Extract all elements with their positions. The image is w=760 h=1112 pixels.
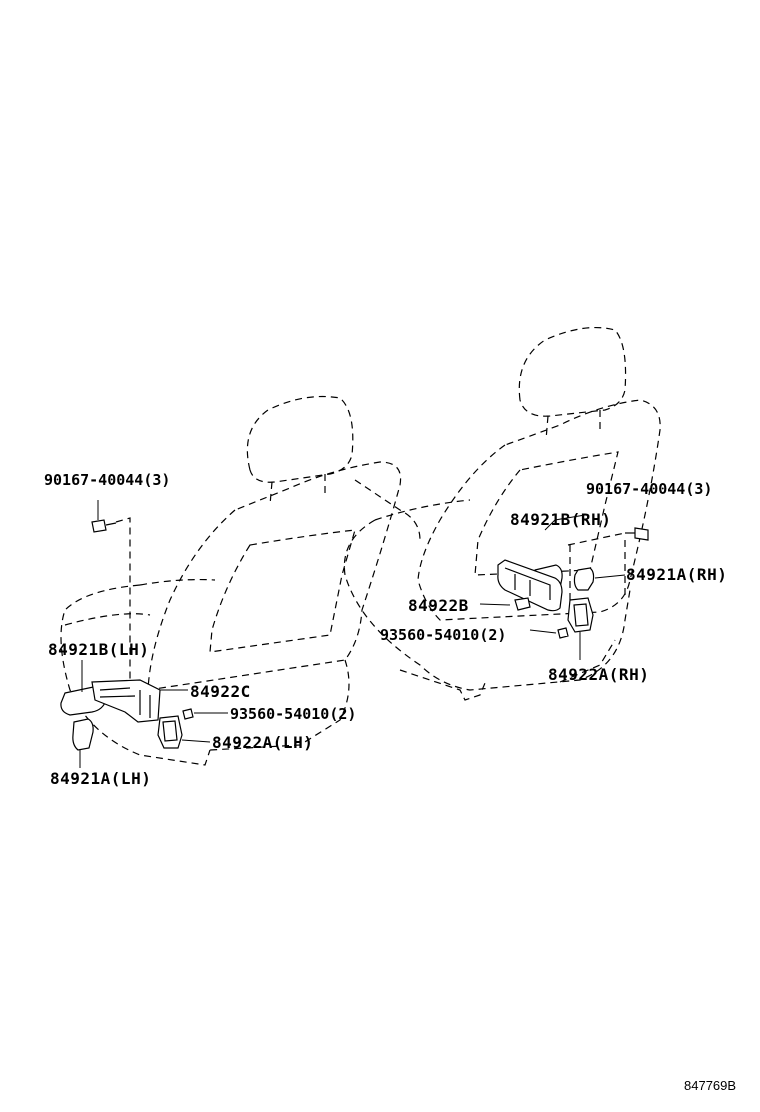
reference-code: 847769B [684, 1078, 736, 1093]
label-cover-84921b-rh: 84921B(RH) [510, 510, 611, 529]
cover-84921a-lh[interactable] [72, 718, 94, 751]
screw-lh [182, 708, 194, 720]
right-seat [343, 326, 661, 701]
label-screw-rh: 93560-54010(2) [380, 626, 506, 644]
label-cover-84921a-rh: 84921A(RH) [626, 565, 727, 584]
rh-components [479, 514, 649, 660]
left-seat [60, 395, 421, 766]
bolt-rh [634, 527, 649, 541]
label-switch-84922c: 84922C [190, 682, 251, 701]
label-switch-84922a-rh: 84922A(RH) [548, 665, 649, 684]
label-cover-84921b-lh: 84921B(LH) [48, 640, 149, 659]
label-switch-84922a-lh: 84922A(LH) [212, 733, 313, 752]
label-switch-84922b: 84922B [408, 596, 469, 615]
label-bolt-lh: 90167-40044(3) [44, 471, 170, 489]
switch-84922a-rh[interactable] [567, 597, 594, 633]
screw-rh [557, 627, 569, 639]
bolt-lh [91, 519, 107, 533]
cover-84921a-rh[interactable] [573, 567, 595, 591]
label-cover-84921a-lh: 84921A(LH) [50, 769, 151, 788]
switch-84922c[interactable] [91, 679, 161, 723]
lh-components [60, 500, 228, 768]
label-screw-lh: 93560-54010(2) [230, 705, 356, 723]
label-bolt-rh: 90167-40044(3) [586, 480, 712, 498]
switch-84922a-lh[interactable] [157, 715, 183, 749]
